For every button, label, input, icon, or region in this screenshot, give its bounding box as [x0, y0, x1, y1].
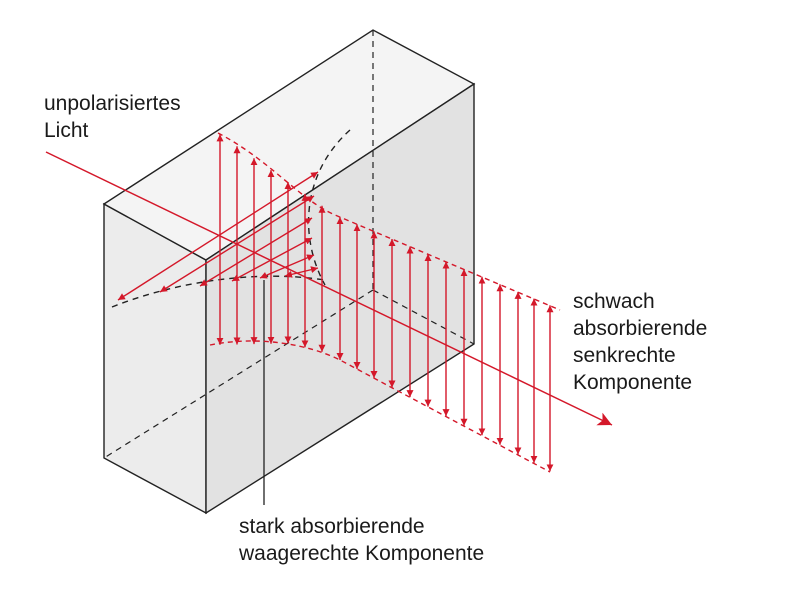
- label-weak-line-2: absorbierende: [573, 317, 708, 340]
- label-unpolarized-light: unpolarisiertes Licht: [44, 90, 181, 144]
- label-unpolarized-line-2: Licht: [44, 119, 89, 142]
- block-hidden-edges: [103, 30, 475, 459]
- label-weak-line-4: Komponente: [573, 371, 693, 394]
- label-unpolarized-line-1: unpolarisiertes: [44, 92, 181, 115]
- vertical-envelope: [209, 132, 561, 473]
- label-weak-vertical: schwach absorbierende senkrechte Kompone…: [573, 288, 707, 396]
- label-strong-line-2: waagerechte Komponente: [239, 542, 485, 565]
- vertical-component: [216, 134, 554, 472]
- label-strong-horizontal: stark absorbierende waagerechte Komponen…: [239, 513, 484, 567]
- label-weak-line-3: senkrechte: [573, 344, 676, 367]
- label-weak-line-1: schwach: [573, 290, 655, 313]
- label-strong-line-1: stark absorbierende: [239, 515, 425, 538]
